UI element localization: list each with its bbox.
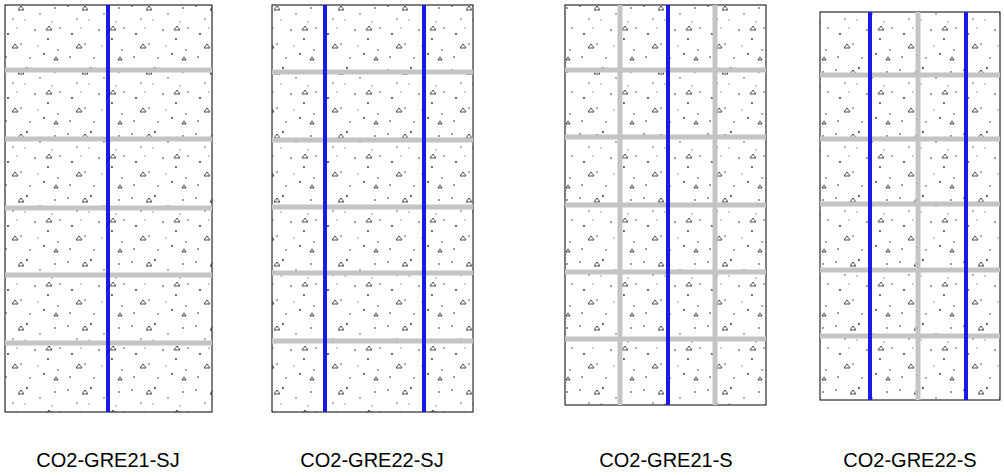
specimen-panel bbox=[272, 5, 473, 412]
reinforcement-bar bbox=[108, 5, 966, 412]
mortar-joints bbox=[5, 5, 1000, 405]
specimen-panel bbox=[5, 5, 212, 412]
specimen-label: CO2-GRE22-S bbox=[843, 450, 976, 470]
specimen-panel bbox=[565, 5, 766, 405]
specimen-label: CO2-GRE21-SJ bbox=[36, 450, 179, 470]
specimen-label: CO2-GRE21-S bbox=[599, 450, 732, 470]
specimen-panel bbox=[820, 12, 1000, 400]
specimen-label: CO2-GRE22-SJ bbox=[300, 450, 443, 470]
